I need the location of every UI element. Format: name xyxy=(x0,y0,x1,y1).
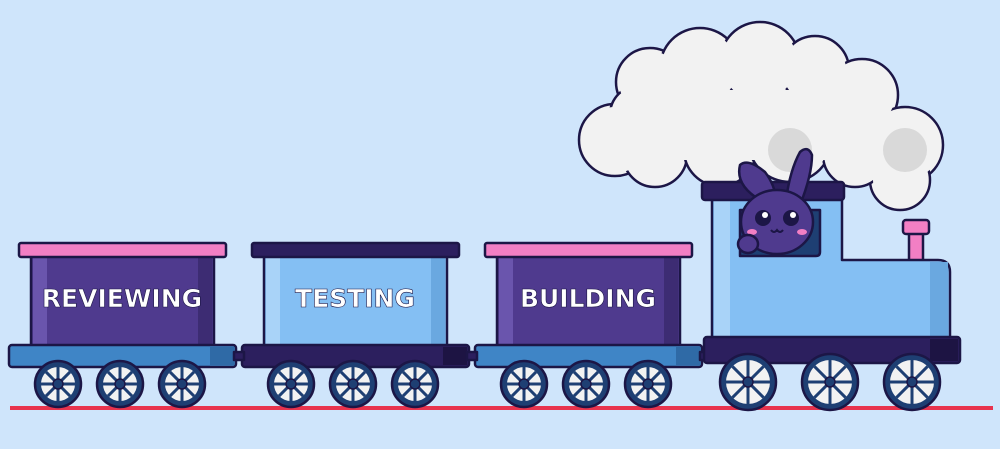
car-label-building: BUILDING xyxy=(520,284,656,313)
wheel-icon xyxy=(800,352,860,412)
wheel-icon xyxy=(499,359,549,409)
wheel-icon xyxy=(390,359,440,409)
wheel-icon xyxy=(157,359,207,409)
rabbit-conductor-icon xyxy=(736,147,815,256)
rail-track xyxy=(10,406,993,410)
car-label-testing: TESTING xyxy=(295,284,415,313)
wheel-icon xyxy=(561,359,611,409)
car-label-reviewing: REVIEWING xyxy=(42,284,202,313)
car-building: BUILDING xyxy=(473,241,704,369)
car-testing: TESTING xyxy=(240,241,471,369)
wheel-icon xyxy=(623,359,673,409)
wheel-icon xyxy=(95,359,145,409)
wheel-icon xyxy=(718,352,778,412)
wheels xyxy=(33,352,942,412)
wheel-icon xyxy=(33,359,83,409)
coupler xyxy=(465,350,479,362)
coupler xyxy=(232,350,246,362)
wheel-icon xyxy=(882,352,942,412)
chimney xyxy=(907,230,925,264)
wheel-icon xyxy=(266,359,316,409)
car-reviewing: REVIEWING xyxy=(7,241,238,369)
wheel-icon xyxy=(328,359,378,409)
